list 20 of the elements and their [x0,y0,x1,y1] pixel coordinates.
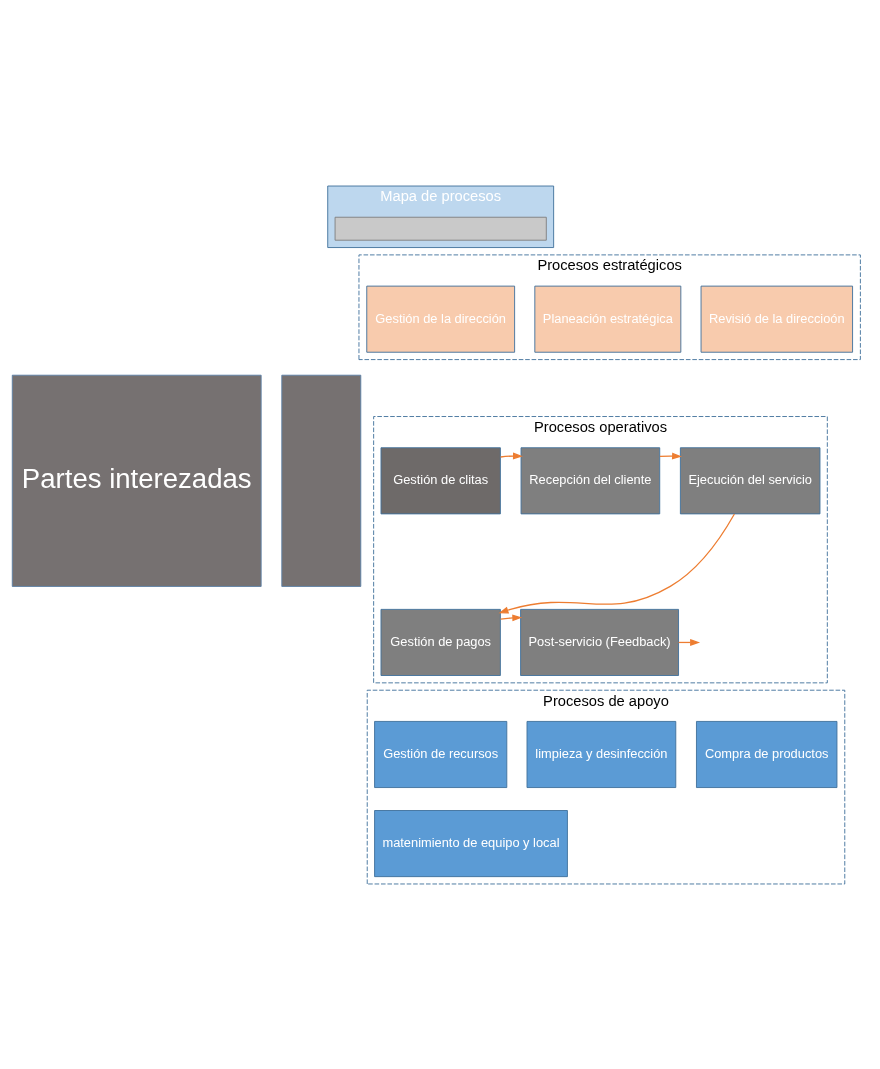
arrow [499,613,523,621]
node-box: Partes interezadas [11,374,262,587]
node-box: limpieza y desinfección [526,720,677,788]
arrow [498,512,736,613]
node-box: Gestión de pagos [380,608,501,676]
arrow [499,452,523,460]
node-box: Recepción del cliente [520,446,661,514]
node-box [334,216,547,241]
node-box: Planeación estratégica [534,285,682,353]
node-box: Revisió de la direccioón [700,285,854,353]
node-box: Gestión de recursos [374,720,508,788]
node-bar [281,374,362,587]
node-box: Gestión de la dirección [366,285,516,353]
node-box: Ejecución del servicio [679,446,821,514]
arrow [659,452,682,459]
node-box: Gestión de clitas [380,446,501,514]
node-box: matenimiento de equipo y local [374,809,568,877]
node-box: Compra de productos [696,720,838,788]
cluster: Mapa de procesos [327,185,555,248]
node-box: Post-servicio (Feedback) [520,608,679,676]
